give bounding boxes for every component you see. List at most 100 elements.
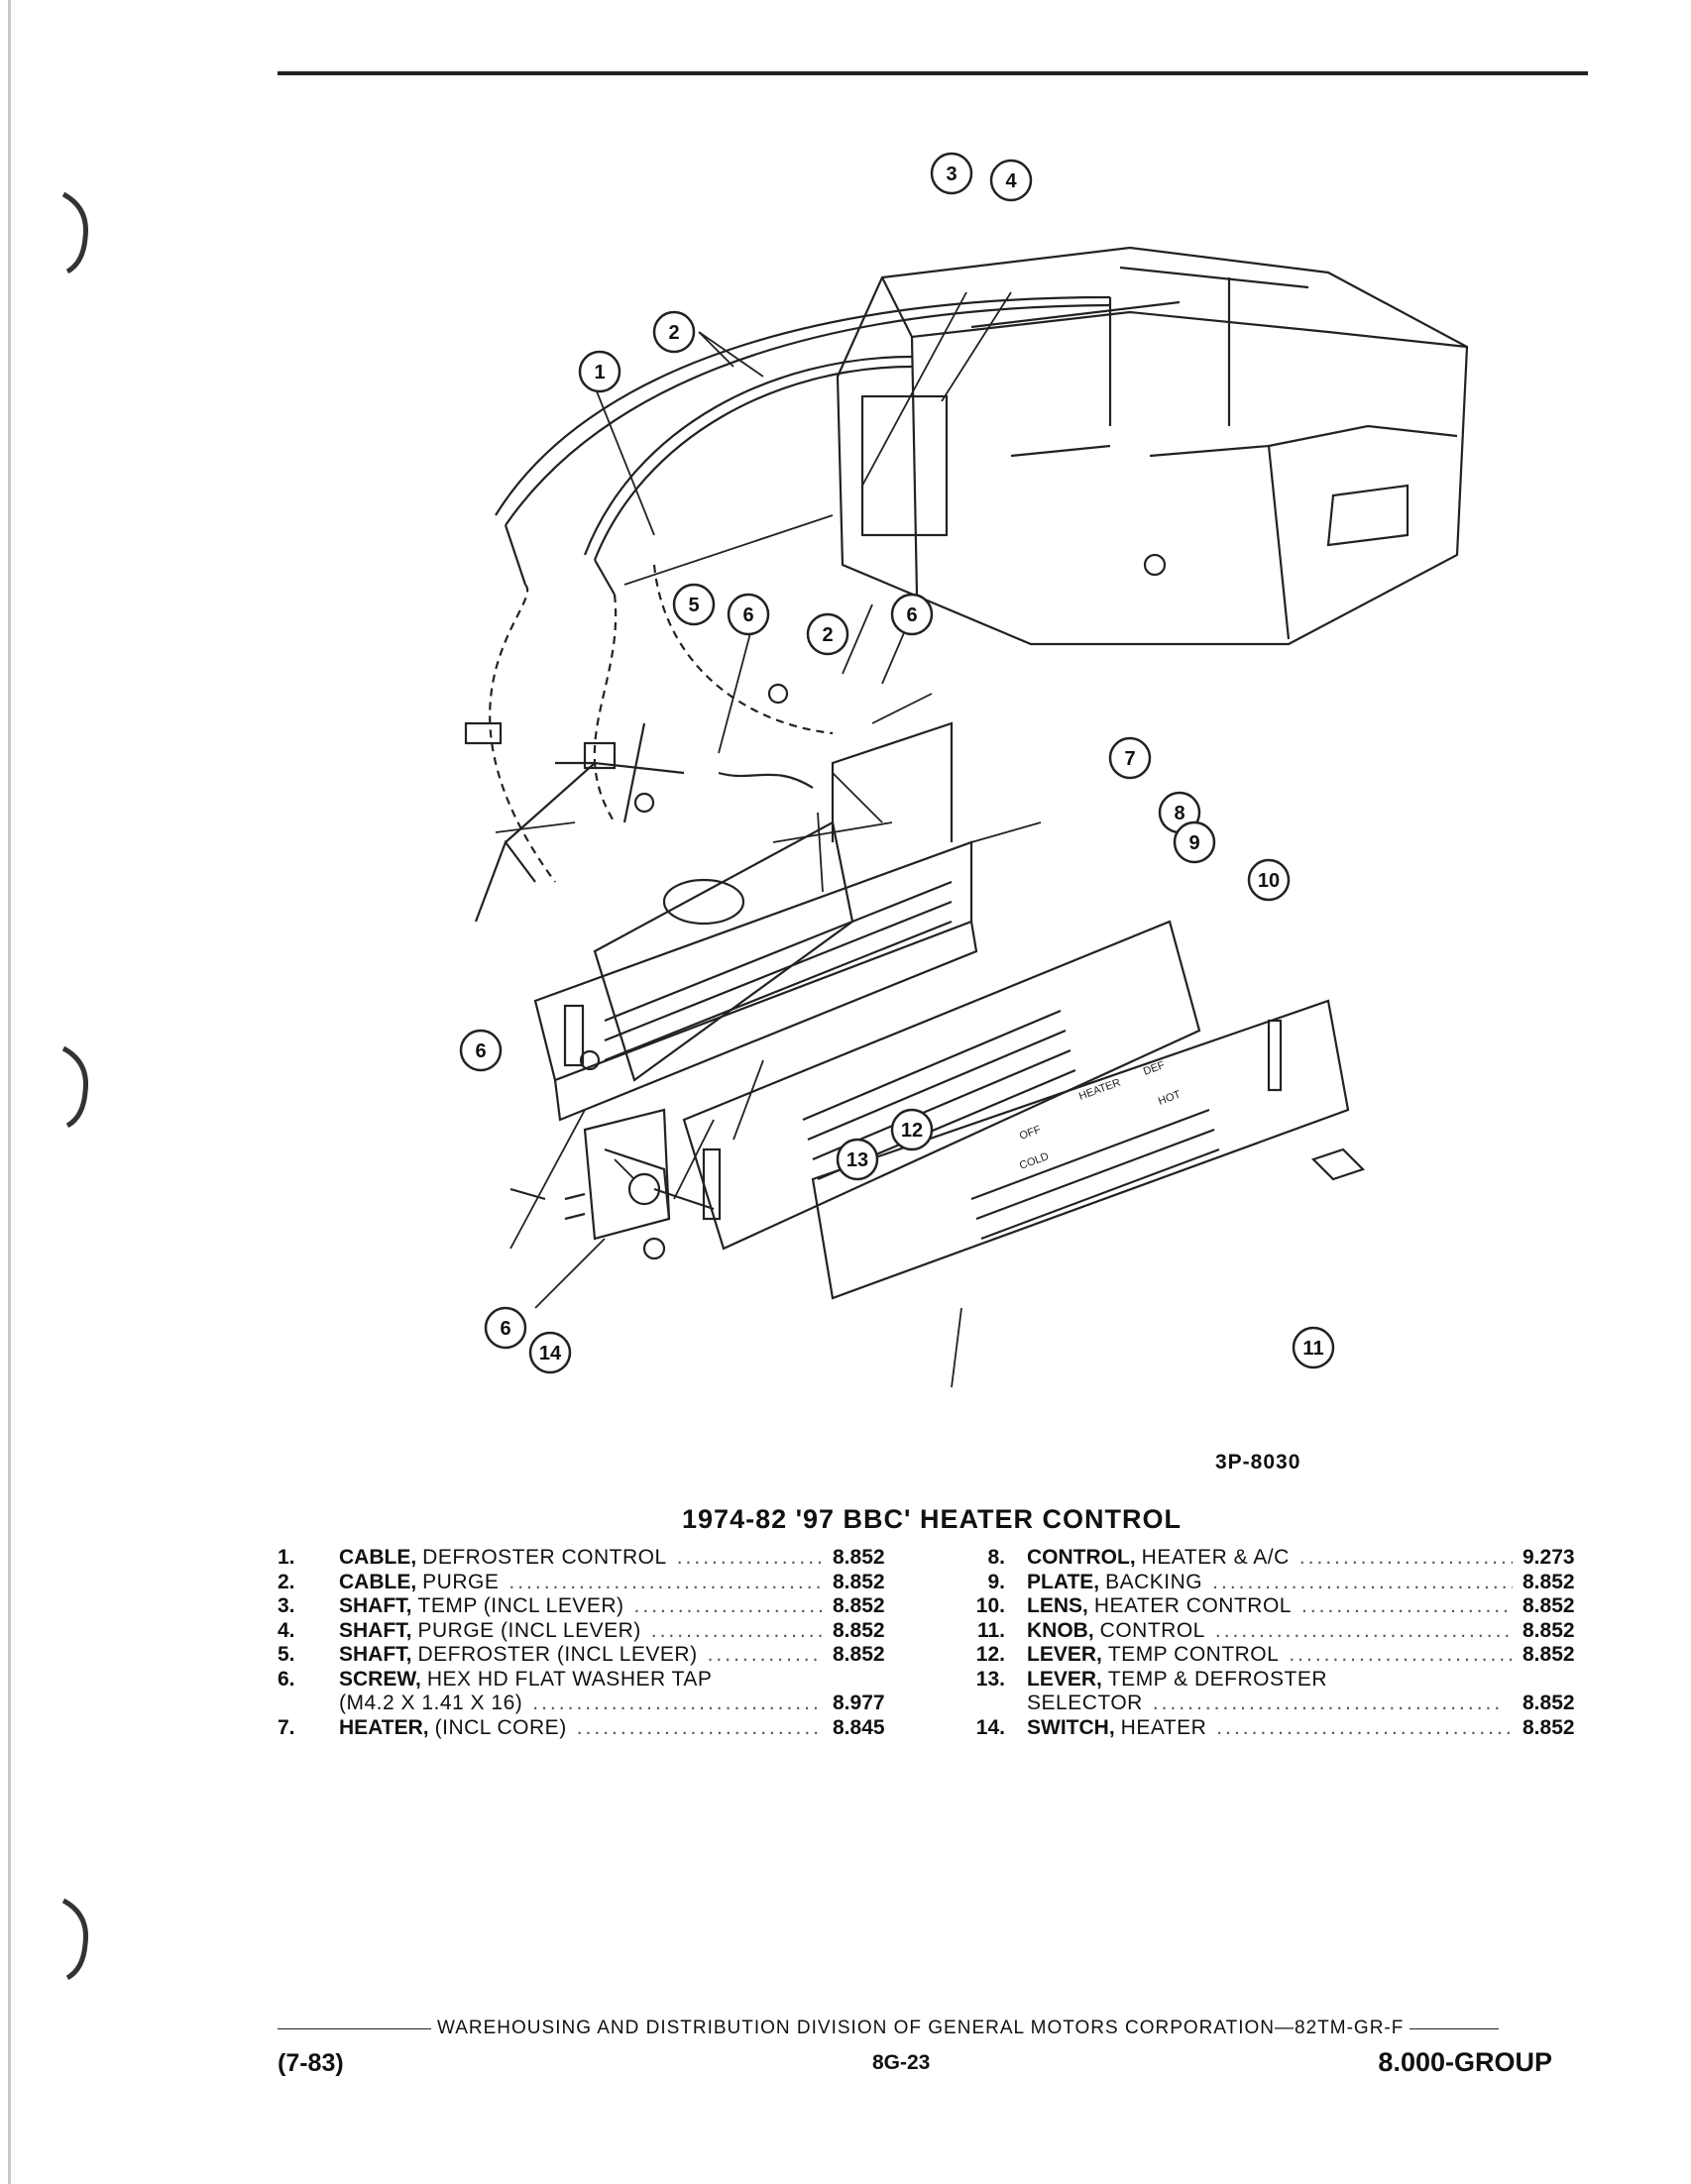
lens-label-off: OFF xyxy=(1018,1124,1043,1143)
part-detail: TEMP & DEFROSTER xyxy=(1107,1667,1327,1691)
part-detail: (M4.2 X 1.41 X 16) xyxy=(339,1692,523,1714)
part-description: PLATE,BACKING...........................… xyxy=(1027,1571,1522,1595)
callout-label: 10 xyxy=(1258,870,1280,892)
part-detail: TEMP CONTROL xyxy=(1107,1643,1280,1666)
part-detail: DEFROSTER CONTROL xyxy=(422,1546,667,1569)
part-description: SHAFT,TEMP (INCL LEVER).................… xyxy=(339,1594,833,1619)
part-keyword: SHAFT, xyxy=(339,1643,412,1666)
part-keyword: SHAFT, xyxy=(339,1594,412,1617)
part-detail: DEFROSTER (INCL LEVER) xyxy=(417,1643,698,1666)
part-number: 1. xyxy=(278,1546,295,1569)
part-group-code: 8.977 xyxy=(833,1692,885,1714)
part-detail: HEATER xyxy=(1120,1715,1207,1739)
callout-balloon-13: 13 xyxy=(836,1138,879,1181)
parts-row: 12. LEVER,TEMP CONTROL...................… xyxy=(967,1643,1588,1668)
callout-label: 2 xyxy=(668,322,679,344)
callout-balloon-6: 6 xyxy=(727,593,770,636)
parts-row: 2. CABLE,PURGE...........................… xyxy=(278,1571,902,1595)
parts-row: 14.SWITCH,HEATER........................… xyxy=(967,1716,1588,1741)
lens-label-hot: HOT xyxy=(1157,1089,1183,1108)
footer-rule-right xyxy=(1409,2027,1500,2029)
part-description: SHAFT,DEFROSTER (INCL LEVER)............… xyxy=(339,1643,833,1668)
callout-balloon-12: 12 xyxy=(890,1108,934,1151)
lens-label-cold: COLD xyxy=(1018,1150,1051,1172)
leader-dots: ........................................ xyxy=(633,1594,823,1617)
footer-group: 8.000-GROUP xyxy=(1378,2047,1552,2077)
part-keyword: LEVER, xyxy=(1027,1667,1102,1691)
part-description: KNOB,CONTROL............................… xyxy=(1027,1619,1522,1644)
part-number: 5. xyxy=(278,1643,295,1666)
part-detail: PURGE (INCL LEVER) xyxy=(417,1618,641,1642)
footer-division-line: WAREHOUSING AND DISTRIBUTION DIVISION OF… xyxy=(278,2018,1586,2039)
part-group-code: 8.852 xyxy=(833,1643,885,1666)
part-description: LEVER,TEMP CONTROL......................… xyxy=(1027,1643,1522,1668)
binder-hole-bottom xyxy=(61,1898,89,1981)
callout-label: 11 xyxy=(1302,1338,1323,1360)
part-description: SCREW,HEX HD FLAT WASHER TAP xyxy=(339,1668,833,1693)
part-group-code: 8.852 xyxy=(1522,1643,1575,1666)
part-group-code: 8.852 xyxy=(1522,1618,1575,1642)
callout-balloon-6: 6 xyxy=(459,1029,503,1072)
parts-row: 5. SHAFT,DEFROSTER (INCL LEVER)..........… xyxy=(278,1643,902,1668)
part-number: 7. xyxy=(278,1715,295,1739)
callout-balloon-5: 5 xyxy=(672,583,716,626)
part-description: SHAFT,PURGE (INCL LEVER)................… xyxy=(339,1619,833,1644)
part-description: LEVER,TEMP & DEFROSTER xyxy=(1027,1668,1522,1693)
lens-drawing: DEF HEATER HOT COLD OFF xyxy=(811,999,1350,1300)
part-number: 12. xyxy=(975,1643,1005,1666)
leader-dots: ........................................ xyxy=(707,1643,823,1666)
part-detail: BACKING xyxy=(1105,1570,1203,1593)
binder-edge xyxy=(8,0,11,2184)
footer-date: (7-83) xyxy=(278,2049,344,2077)
part-group-code: 9.273 xyxy=(1522,1546,1575,1569)
part-number: 13. xyxy=(975,1667,1005,1691)
part-detail: HEX HD FLAT WASHER TAP xyxy=(426,1667,713,1691)
part-keyword: KNOB, xyxy=(1027,1618,1094,1642)
callout-balloon-2: 2 xyxy=(652,310,696,354)
heater-case-drawing xyxy=(836,246,1469,646)
heater-switch-drawing xyxy=(509,1108,715,1260)
callout-label: 6 xyxy=(475,1040,486,1062)
parts-row: 3. SHAFT,TEMP (INCL LEVER)...............… xyxy=(278,1594,902,1619)
part-detail: HEATER CONTROL xyxy=(1093,1594,1292,1617)
parts-row: 11.KNOB,CONTROL.........................… xyxy=(967,1619,1588,1644)
part-keyword: SWITCH, xyxy=(1027,1715,1115,1739)
binder-hole-middle xyxy=(61,1045,89,1129)
leader-dots: ........................................ xyxy=(1152,1692,1504,1714)
part-detail: (INCL CORE) xyxy=(434,1715,567,1739)
part-keyword: SCREW, xyxy=(339,1667,421,1691)
part-description: LENS,HEATER CONTROL.....................… xyxy=(1027,1594,1522,1619)
parts-row: (M4.2 X 1.41 X 16)......................… xyxy=(278,1692,902,1716)
part-number: 6. xyxy=(278,1667,295,1691)
binder-hole-top xyxy=(61,191,89,274)
leader-dots: ........................................ xyxy=(1214,1618,1513,1642)
part-number: 2. xyxy=(278,1570,295,1593)
part-keyword: LEVER, xyxy=(1027,1643,1102,1666)
part-number: 3. xyxy=(278,1594,295,1617)
callout-balloon-7: 7 xyxy=(1108,736,1152,780)
parts-row: 4.SHAFT,PURGE (INCL LEVER)..............… xyxy=(278,1619,902,1644)
callout-label: 14 xyxy=(539,1343,562,1365)
part-group-code: 8.852 xyxy=(833,1570,885,1593)
callout-label: 6 xyxy=(906,604,917,626)
callout-balloon-9: 9 xyxy=(1173,820,1216,864)
part-description: CONTROL,HEATER & A/C....................… xyxy=(1027,1546,1522,1571)
leader-dots: ........................................ xyxy=(1212,1570,1513,1593)
part-keyword: HEATER, xyxy=(339,1715,429,1739)
footer-division: WAREHOUSING AND DISTRIBUTION DIVISION OF… xyxy=(437,2018,1405,2038)
part-keyword: PLATE, xyxy=(1027,1570,1100,1593)
knob-drawing xyxy=(1310,1147,1366,1181)
part-description: (M4.2 X 1.41 X 16)......................… xyxy=(339,1692,833,1716)
part-description: CABLE,PURGE.............................… xyxy=(339,1571,833,1595)
part-keyword: CABLE, xyxy=(339,1570,417,1593)
callout-balloon-11: 11 xyxy=(1292,1326,1335,1369)
parts-row: 9.PLATE,BACKING.........................… xyxy=(967,1571,1588,1595)
callout-label: 1 xyxy=(594,362,605,383)
control-assembly-drawing xyxy=(464,721,978,1122)
leader-dots: ........................................ xyxy=(650,1618,823,1642)
part-detail: SELECTOR xyxy=(1027,1692,1143,1714)
parts-row: 7.HEATER,(INCL CORE)....................… xyxy=(278,1716,902,1741)
callout-balloon-3: 3 xyxy=(930,152,973,195)
callout-balloon-2: 2 xyxy=(806,612,849,656)
part-number: 8. xyxy=(987,1546,1005,1569)
